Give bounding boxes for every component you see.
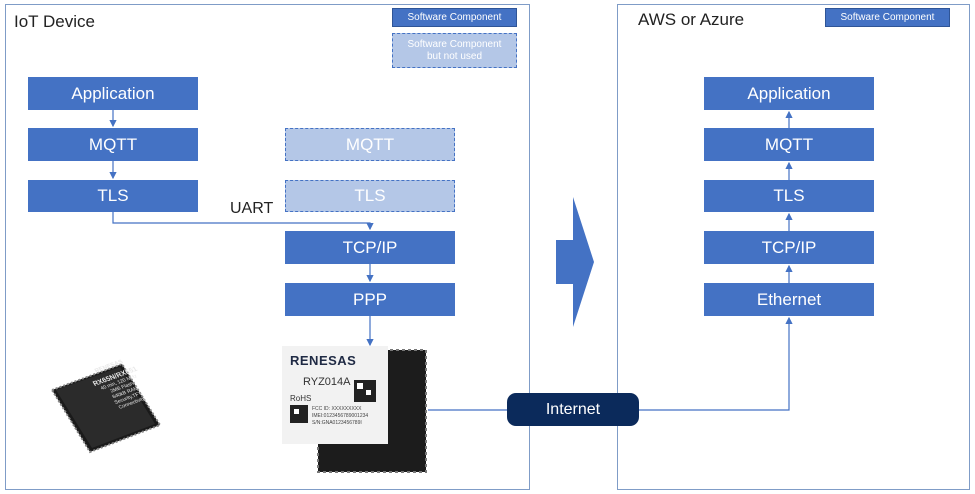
legend-unused-component: Software Component but not used (392, 33, 517, 68)
module-sn: S/N:GNA0123456789I (312, 420, 362, 426)
cloud-ethernet-box: Ethernet (704, 283, 874, 316)
uart-connector (112, 212, 374, 231)
module-tcpip-box: TCP/IP (285, 231, 455, 264)
cloud-legend-used-component: Software Component (825, 8, 950, 27)
iot-application-box: Application (28, 77, 198, 110)
iot-tls-box: TLS (28, 180, 198, 212)
cellular-module-icon (282, 346, 427, 473)
uart-label: UART (230, 200, 274, 217)
module-rohs: RoHS (290, 394, 312, 403)
module-tls-box-unused: TLS (285, 180, 455, 212)
cloud-tls-box: TLS (704, 180, 874, 212)
internet-badge: Internet (507, 393, 639, 426)
cloud-application-box: Application (704, 77, 874, 110)
module-brand: RENESAS (290, 353, 357, 368)
module-mqtt-box-unused: MQTT (285, 128, 455, 161)
cloud-tcpip-box: TCP/IP (704, 231, 874, 264)
flow-arrow-icon (556, 197, 594, 327)
iot-device-title: IoT Device (14, 12, 95, 31)
legend-unused-line2: but not used (426, 50, 483, 62)
module-model: RYZ014A (303, 376, 351, 388)
mcu-chip-icon (50, 362, 162, 454)
cloud-mqtt-box: MQTT (704, 128, 874, 161)
cloud-panel-title: AWS or Azure (638, 10, 745, 29)
module-imei: IMEI:0123456789001234 (312, 413, 369, 419)
module-ppp-box: PPP (285, 283, 455, 316)
legend-unused-line1: Software Component (407, 38, 502, 50)
legend-used-component: Software Component (392, 8, 517, 27)
module-fcc: FCC ID: XXXXXXXXX (312, 406, 362, 412)
iot-mqtt-box: MQTT (28, 128, 198, 161)
